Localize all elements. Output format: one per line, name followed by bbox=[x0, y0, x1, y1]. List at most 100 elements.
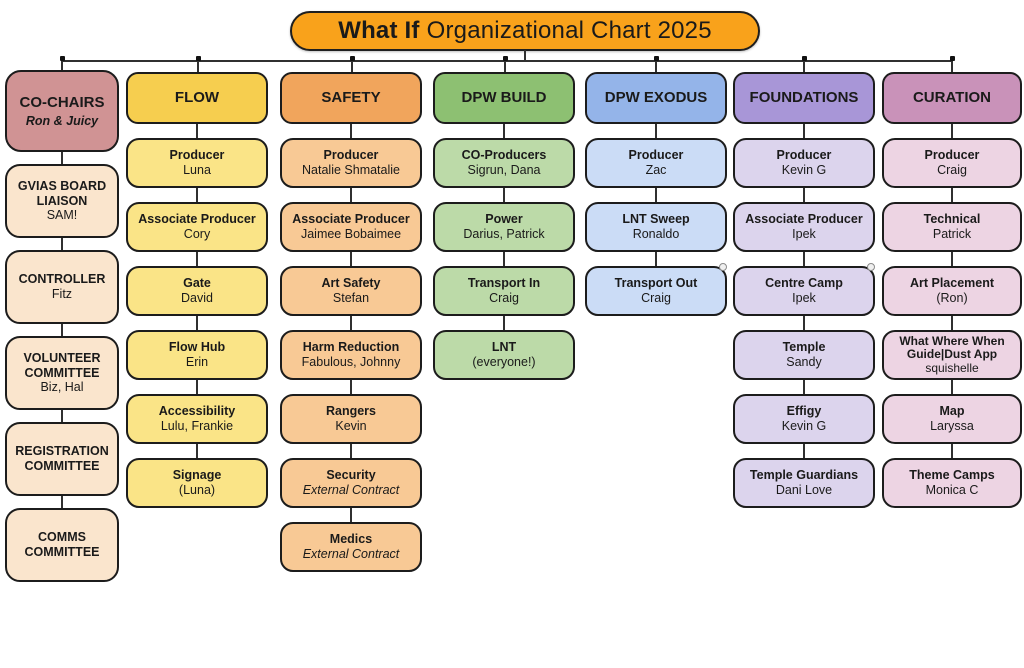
connector-junction-dot bbox=[196, 56, 201, 61]
org-box-title: Power bbox=[485, 212, 523, 227]
column-header[interactable]: FOUNDATIONS bbox=[733, 72, 875, 124]
column-header[interactable]: FLOW bbox=[126, 72, 268, 124]
column-header-label: FLOW bbox=[174, 89, 220, 107]
org-box-title: Security bbox=[326, 468, 376, 483]
column-header[interactable]: SAFETY bbox=[280, 72, 422, 124]
org-box[interactable]: Power Darius, Patrick bbox=[433, 202, 575, 252]
org-box-name: Darius, Patrick bbox=[463, 227, 545, 241]
org-box-name: Erin bbox=[185, 355, 209, 369]
column-header-names: Ron & Juicy bbox=[25, 113, 99, 128]
org-box-title: COMMS COMMITTEE bbox=[24, 530, 100, 559]
org-box-title: Producer bbox=[776, 148, 832, 163]
org-box[interactable]: LNT (everyone!) bbox=[433, 330, 575, 380]
org-box[interactable]: Associate Producer Ipek bbox=[733, 202, 875, 252]
org-box[interactable]: REGISTRATION COMMITTEE bbox=[5, 422, 119, 496]
org-box[interactable]: Flow Hub Erin bbox=[126, 330, 268, 380]
org-box-name: (Luna) bbox=[178, 483, 216, 497]
org-box[interactable]: Producer Kevin G bbox=[733, 138, 875, 188]
org-box[interactable]: Technical Patrick bbox=[882, 202, 1022, 252]
org-box-title: Temple Guardians bbox=[749, 468, 859, 483]
org-box-title: Art Safety bbox=[321, 276, 381, 291]
connector-stub-dpw-build bbox=[504, 56, 506, 73]
org-box-title: Art Placement bbox=[909, 276, 995, 291]
org-box-name: Lulu, Frankie bbox=[160, 419, 234, 433]
org-box[interactable]: Transport Out Craig bbox=[585, 263, 727, 316]
org-box-name: Fabulous, Johnny bbox=[301, 355, 401, 369]
org-box[interactable]: Gate David bbox=[126, 266, 268, 316]
column-co-chairs: CO-CHAIRS Ron & Juicy GVIAS BOARD LIAISO… bbox=[5, 70, 119, 582]
org-box-title: Rangers bbox=[325, 404, 377, 419]
column-header-label: DPW EXODUS bbox=[604, 89, 708, 107]
org-box[interactable]: Art Safety Stefan bbox=[280, 266, 422, 316]
org-box[interactable]: VOLUNTEER COMMITTEE Biz, Hal bbox=[5, 336, 119, 410]
connector-junction-dot bbox=[802, 56, 807, 61]
org-box[interactable]: Associate Producer Cory bbox=[126, 202, 268, 252]
connector-junction-dot bbox=[654, 56, 659, 61]
org-box[interactable]: What Where When Guide|Dust App squishell… bbox=[882, 330, 1022, 380]
org-box-name: Cory bbox=[183, 227, 211, 241]
column-dpw-exodus: DPW EXODUS Producer Zac LNT Sweep Ronald… bbox=[585, 72, 727, 316]
org-box[interactable]: Producer Luna bbox=[126, 138, 268, 188]
column-header-label: CURATION bbox=[912, 89, 992, 107]
org-box[interactable]: Signage (Luna) bbox=[126, 458, 268, 508]
org-box[interactable]: LNT Sweep Ronaldo bbox=[585, 202, 727, 252]
org-box-title: Centre Camp bbox=[765, 276, 843, 291]
org-box-title: Harm Reduction bbox=[302, 340, 400, 355]
org-box[interactable]: Producer Craig bbox=[882, 138, 1022, 188]
org-box[interactable]: Map Laryssa bbox=[882, 394, 1022, 444]
org-box-title: Associate Producer bbox=[745, 212, 863, 227]
org-box[interactable]: Producer Zac bbox=[585, 138, 727, 188]
org-box[interactable]: Security External Contract bbox=[280, 458, 422, 508]
selection-handle-dot bbox=[719, 263, 727, 271]
column-header[interactable]: CO-CHAIRS Ron & Juicy bbox=[5, 70, 119, 152]
org-box-title: Producer bbox=[323, 148, 379, 163]
org-box-name: External Contract bbox=[302, 547, 400, 561]
org-box-name: Zac bbox=[645, 163, 667, 177]
org-box-name: Kevin G bbox=[781, 163, 827, 177]
org-box-title: Producer bbox=[628, 148, 684, 163]
org-box-title: VOLUNTEER COMMITTEE bbox=[23, 350, 101, 380]
org-box-name: (everyone!) bbox=[472, 355, 536, 369]
org-box[interactable]: COMMS COMMITTEE bbox=[5, 508, 119, 582]
org-box[interactable]: Effigy Kevin G bbox=[733, 394, 875, 444]
org-box-title: Theme Camps bbox=[909, 468, 995, 483]
org-box[interactable]: CO-Producers Sigrun, Dana bbox=[433, 138, 575, 188]
org-box-name: David bbox=[181, 291, 213, 305]
org-box[interactable]: Producer Natalie Shmatalie bbox=[280, 138, 422, 188]
org-box-title: Medics bbox=[329, 532, 373, 547]
org-box-name: Laryssa bbox=[930, 419, 974, 433]
org-box[interactable]: Centre Camp Ipek bbox=[733, 263, 875, 316]
org-box-name: Monica C bbox=[925, 483, 979, 497]
org-box-name: Craig bbox=[641, 291, 671, 305]
column-header-label: FOUNDATIONS bbox=[749, 89, 859, 107]
column-curation: CURATION Producer Craig Technical Patric… bbox=[882, 72, 1022, 508]
column-header[interactable]: DPW BUILD bbox=[433, 72, 575, 124]
org-box[interactable]: Rangers Kevin bbox=[280, 394, 422, 444]
org-box[interactable]: Theme Camps Monica C bbox=[882, 458, 1022, 508]
org-box-name: Jaimee Bobaimee bbox=[300, 227, 402, 241]
org-box-name: Sigrun, Dana bbox=[467, 163, 541, 177]
chart-title-bold: What If bbox=[338, 17, 420, 44]
org-box[interactable]: Harm Reduction Fabulous, Johnny bbox=[280, 330, 422, 380]
org-box-name: SAM! bbox=[46, 208, 78, 223]
org-box[interactable]: Associate Producer Jaimee Bobaimee bbox=[280, 202, 422, 252]
org-box-name: Sandy bbox=[786, 355, 822, 369]
org-box-title: LNT Sweep bbox=[622, 212, 690, 227]
org-box[interactable]: Art Placement (Ron) bbox=[882, 266, 1022, 316]
column-header[interactable]: DPW EXODUS bbox=[585, 72, 727, 124]
org-box[interactable]: Accessibility Lulu, Frankie bbox=[126, 394, 268, 444]
org-box[interactable]: CONTROLLER Fitz bbox=[5, 250, 119, 324]
org-box[interactable]: Transport In Craig bbox=[433, 266, 575, 316]
org-box-name: Luna bbox=[183, 163, 211, 177]
org-box[interactable]: Medics External Contract bbox=[280, 522, 422, 572]
org-box-title: REGISTRATION COMMITTEE bbox=[15, 444, 109, 473]
connector-junction-dot bbox=[60, 56, 65, 61]
org-box[interactable]: Temple Sandy bbox=[733, 330, 875, 380]
org-box[interactable]: GVIAS BOARD LIAISON SAM! bbox=[5, 164, 119, 238]
org-box-title: CO-Producers bbox=[461, 148, 547, 163]
org-box[interactable]: Temple Guardians Dani Love bbox=[733, 458, 875, 508]
column-header[interactable]: CURATION bbox=[882, 72, 1022, 124]
column-header-label: CO-CHAIRS bbox=[19, 94, 105, 112]
